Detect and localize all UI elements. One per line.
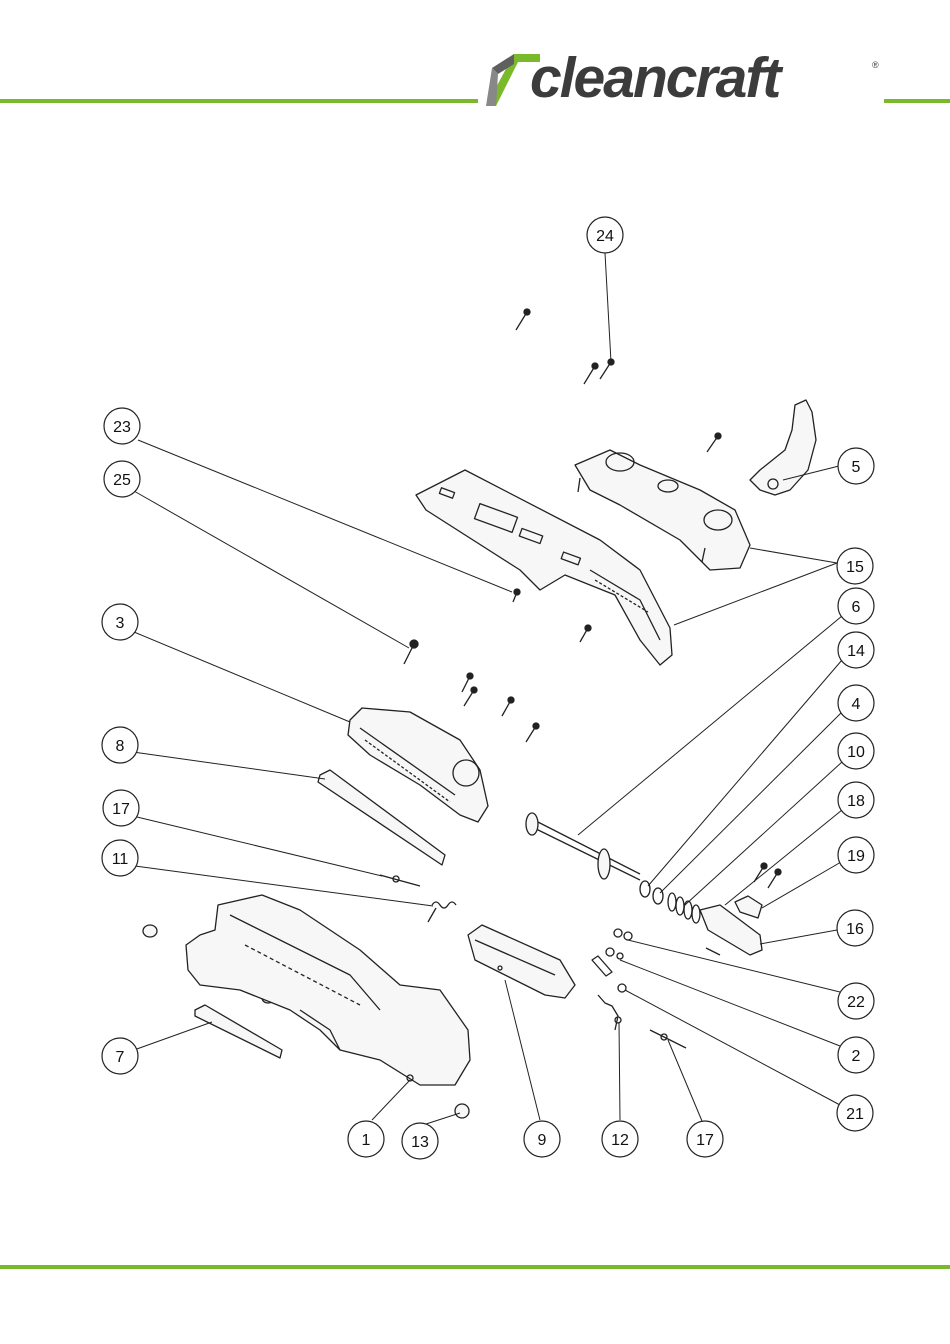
callout-19: 19 bbox=[838, 837, 874, 873]
callout-13: 13 bbox=[402, 1123, 438, 1159]
cap-part bbox=[455, 1104, 469, 1118]
pin-part bbox=[380, 875, 420, 886]
callout-16: 16 bbox=[837, 910, 873, 946]
svg-text:6: 6 bbox=[852, 599, 861, 616]
callout-9: 9 bbox=[524, 1121, 560, 1157]
pin-part bbox=[650, 1030, 686, 1048]
svg-text:2: 2 bbox=[852, 1048, 861, 1065]
callout-6: 6 bbox=[838, 588, 874, 624]
svg-text:16: 16 bbox=[846, 921, 864, 938]
callout-4: 4 bbox=[838, 685, 874, 721]
svg-text:1: 1 bbox=[362, 1132, 371, 1149]
callout-17-lower: 17 bbox=[687, 1121, 723, 1157]
callout-1: 1 bbox=[348, 1121, 384, 1157]
callout-14: 14 bbox=[838, 632, 874, 668]
shaft-part bbox=[526, 813, 640, 880]
washer-part bbox=[640, 881, 663, 904]
svg-text:18: 18 bbox=[847, 793, 865, 810]
spring-part bbox=[668, 893, 700, 923]
callout-5: 5 bbox=[838, 448, 874, 484]
main-housing-part bbox=[186, 895, 470, 1085]
leader-lines bbox=[133, 253, 842, 1125]
callout-17: 17 bbox=[103, 790, 139, 826]
callout-10: 10 bbox=[838, 733, 874, 769]
svg-text:24: 24 bbox=[596, 228, 614, 245]
svg-text:25: 25 bbox=[113, 472, 131, 489]
callout-21: 21 bbox=[837, 1095, 873, 1131]
callout-22: 22 bbox=[838, 983, 874, 1019]
callout-24: 24 bbox=[587, 217, 623, 253]
callout-18: 18 bbox=[838, 782, 874, 818]
strip-part bbox=[195, 1005, 282, 1058]
clip-part bbox=[735, 896, 762, 918]
svg-text:17: 17 bbox=[112, 801, 130, 818]
svg-text:11: 11 bbox=[112, 851, 129, 868]
svg-text:3: 3 bbox=[116, 615, 125, 632]
trigger-part bbox=[750, 400, 816, 495]
spring-part bbox=[598, 995, 621, 1030]
module-part bbox=[468, 925, 575, 998]
svg-text:22: 22 bbox=[847, 994, 865, 1011]
svg-text:9: 9 bbox=[538, 1132, 547, 1149]
callout-12: 12 bbox=[602, 1121, 638, 1157]
svg-text:19: 19 bbox=[847, 848, 865, 865]
callout-11: 11 bbox=[102, 840, 138, 876]
svg-text:14: 14 bbox=[847, 643, 865, 660]
svg-text:15: 15 bbox=[846, 559, 864, 576]
svg-text:10: 10 bbox=[847, 744, 865, 761]
svg-text:8: 8 bbox=[116, 738, 125, 755]
small-part bbox=[592, 929, 632, 992]
svg-text:12: 12 bbox=[611, 1132, 629, 1149]
svg-text:23: 23 bbox=[113, 419, 131, 436]
callout-8: 8 bbox=[102, 727, 138, 763]
spring-part bbox=[428, 902, 456, 922]
svg-text:21: 21 bbox=[846, 1106, 864, 1123]
callout-23: 23 bbox=[104, 408, 140, 444]
svg-text:17: 17 bbox=[696, 1132, 714, 1149]
footer-rule bbox=[0, 1265, 950, 1269]
callout-3: 3 bbox=[102, 604, 138, 640]
callout-25: 25 bbox=[104, 461, 140, 497]
svg-text:13: 13 bbox=[411, 1134, 429, 1151]
svg-text:7: 7 bbox=[116, 1049, 125, 1066]
svg-text:5: 5 bbox=[852, 459, 861, 476]
callout-7: 7 bbox=[102, 1038, 138, 1074]
callout-2: 2 bbox=[838, 1037, 874, 1073]
callout-15: 15 bbox=[837, 548, 873, 584]
svg-text:4: 4 bbox=[852, 696, 861, 713]
